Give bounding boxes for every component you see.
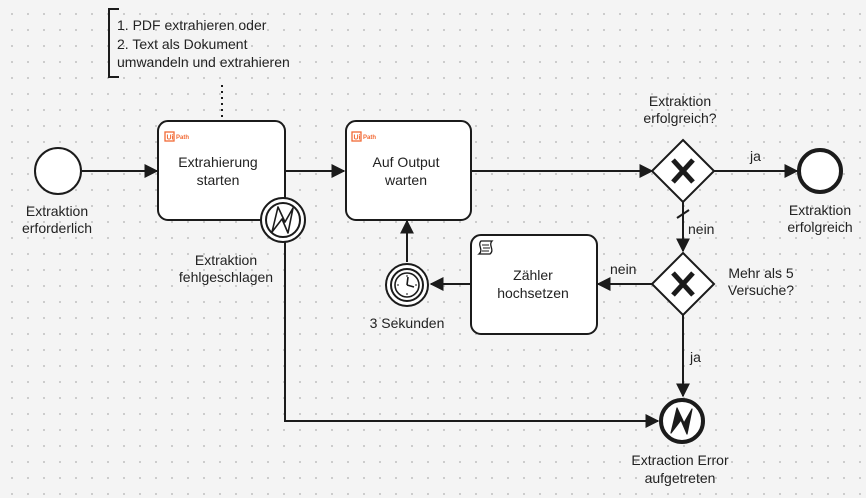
end-success-label-1: Extraktion <box>789 202 851 218</box>
task-extract-label-2: starten <box>197 172 240 188</box>
timer-event[interactable] <box>385 263 429 307</box>
gateway-success-no-label: nein <box>688 221 714 237</box>
gateway-success-label-2: erfolgreich? <box>643 110 716 126</box>
error-bolt-icon <box>271 206 294 234</box>
uipath-logo-icon: Ui Path <box>164 131 189 142</box>
end-error-label-1: Extraction Error <box>631 452 729 468</box>
boundary-error-label-1: Extraktion <box>195 252 257 268</box>
gateway-success-yes-label: ja <box>749 148 761 164</box>
script-icon <box>477 240 494 255</box>
task-wait-label-2: warten <box>384 172 427 188</box>
start-event-label-2: erforderlich <box>22 220 92 236</box>
annotation-line-1: 1. PDF extrahieren oder <box>117 17 267 33</box>
gateway-extraktion-erfolgreich[interactable] <box>650 138 716 204</box>
exclusive-x-icon <box>671 158 695 184</box>
error-bolt-icon <box>670 407 693 435</box>
uipath-logo-text: Path <box>176 135 189 141</box>
task-zaehler-hochsetzen[interactable]: Zähler hochsetzen <box>470 234 598 335</box>
gateway-retries-label-2: Versuche? <box>728 282 794 298</box>
flow-boundary-to-error[interactable] <box>284 242 660 428</box>
uipath-logo-icon: Ui Path <box>351 131 376 142</box>
task-extract-label-1: Extrahierung <box>178 154 257 170</box>
boundary-error-event[interactable] <box>260 197 306 243</box>
svg-text:Ui: Ui <box>354 135 361 142</box>
annotation-line-3: umwandeln und extrahieren <box>117 54 290 70</box>
default-flow-marker <box>676 209 690 219</box>
gateway-mehr-als-5-versuche[interactable] <box>650 251 716 317</box>
task-counter-label-1: Zähler <box>513 267 553 283</box>
end-event-error[interactable] <box>659 398 705 444</box>
start-event-label-1: Extraktion <box>26 203 88 219</box>
gateway-retries-yes-label: ja <box>689 349 701 365</box>
end-success-label-2: erfolgreich <box>787 219 852 235</box>
boundary-error-label-2: fehlgeschlagen <box>179 269 273 285</box>
task-wait-label-1: Auf Output <box>373 154 440 170</box>
start-event[interactable] <box>34 147 82 195</box>
timer-label: 3 Sekunden <box>370 315 445 331</box>
exclusive-x-icon <box>671 271 695 297</box>
annotation-line-2: 2. Text als Dokument <box>117 36 248 52</box>
end-error-label-2: aufgetreten <box>645 470 716 486</box>
svg-text:Ui: Ui <box>167 135 174 142</box>
gateway-success-label-1: Extraktion <box>649 93 711 109</box>
uipath-logo-text: Path <box>363 135 376 141</box>
clock-icon <box>394 272 420 298</box>
text-annotation[interactable]: 1. PDF extrahieren oder 2. Text als Doku… <box>108 8 290 117</box>
task-counter-label-2: hochsetzen <box>497 285 569 301</box>
gateway-retries-no-label: nein <box>610 261 636 277</box>
gateway-retries-label-1: Mehr als 5 <box>728 265 794 281</box>
task-extrahierung-starten[interactable]: Ui Path Extrahierung starten <box>157 120 286 221</box>
end-event-success[interactable] <box>797 148 843 194</box>
task-auf-output-warten[interactable]: Ui Path Auf Output warten <box>345 120 472 221</box>
